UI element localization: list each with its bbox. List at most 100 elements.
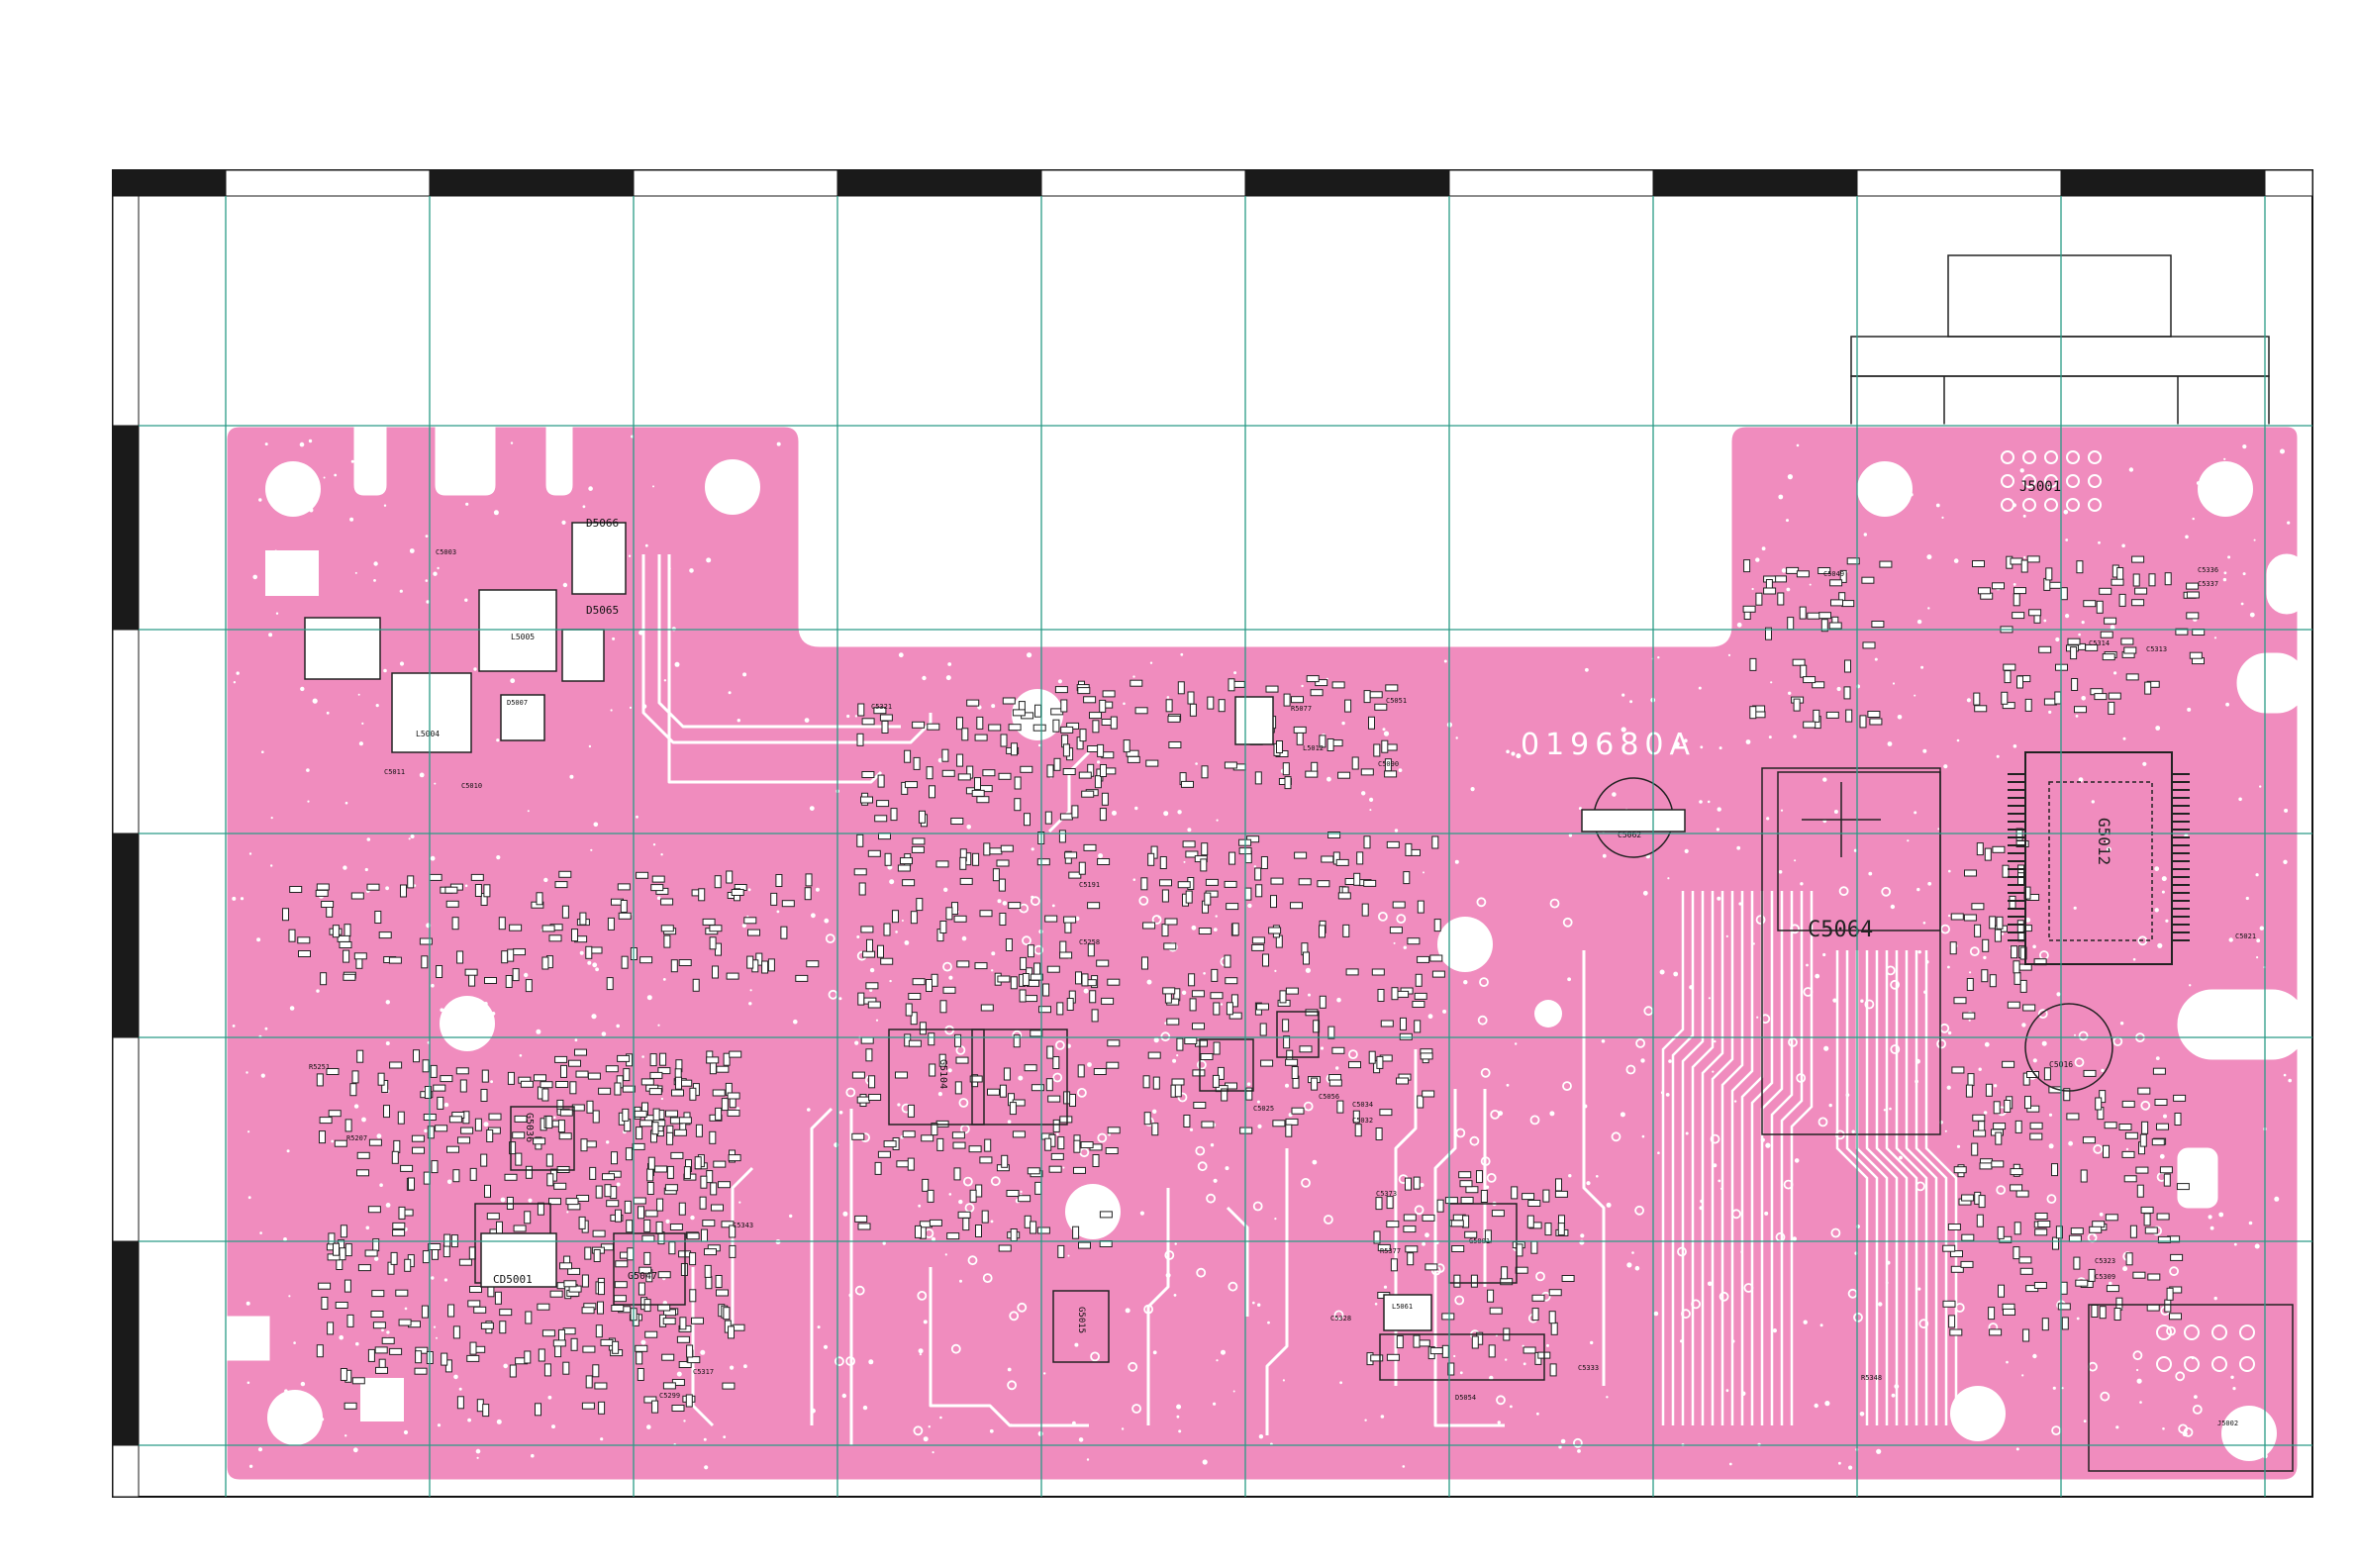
- label-g5104: G5104: [937, 1059, 948, 1089]
- smd-pad: [954, 1033, 962, 1047]
- smd-pad: [1244, 887, 1252, 901]
- smd-pad: [678, 1202, 686, 1216]
- smd-pad: [1001, 1154, 1009, 1168]
- via-ring: [1197, 1059, 1207, 1070]
- via-ring: [2183, 1427, 2194, 1437]
- via: [737, 719, 740, 723]
- via: [2101, 1068, 2105, 1073]
- ruler-segment: [112, 169, 227, 197]
- smd-pad: [1019, 989, 1027, 1003]
- smd-pad: [2033, 1282, 2047, 1289]
- smd-pad: [509, 924, 523, 931]
- smd-pad: [1327, 1026, 1335, 1039]
- connector-pin: [2066, 474, 2080, 488]
- via-ring: [917, 1291, 928, 1301]
- smd-pad: [2164, 1299, 2172, 1313]
- via: [706, 557, 712, 563]
- smd-pad: [673, 1128, 687, 1136]
- smd-pad: [1162, 987, 1176, 995]
- pcb-board: [224, 424, 2301, 1483]
- smd-pad: [639, 1120, 653, 1127]
- via: [1848, 1465, 1853, 1470]
- via: [1062, 1166, 1065, 1169]
- via: [1361, 791, 1366, 796]
- smd-pad: [2175, 628, 2189, 636]
- via: [1796, 443, 1800, 447]
- via: [232, 1025, 236, 1028]
- smd-pad: [2041, 1318, 2049, 1331]
- via: [257, 1447, 263, 1452]
- smd-pad: [969, 1189, 977, 1203]
- via-ring: [990, 1176, 1001, 1187]
- via: [923, 1320, 928, 1324]
- smd-pad: [339, 1247, 346, 1261]
- via: [1274, 969, 1277, 973]
- via: [496, 738, 500, 742]
- smd-pad: [890, 808, 898, 822]
- via: [2032, 1058, 2037, 1063]
- via: [247, 1130, 250, 1133]
- via: [961, 935, 967, 941]
- smd-pad: [2104, 617, 2117, 625]
- via: [2223, 457, 2226, 460]
- smd-pad: [1413, 1334, 1421, 1348]
- smd-parts: [282, 555, 2206, 1418]
- smd-pad: [1414, 992, 1427, 1000]
- via: [1247, 903, 1252, 909]
- via-ring: [1052, 1072, 1063, 1083]
- via: [440, 1008, 444, 1013]
- smd-pad: [1025, 995, 1037, 1003]
- connector-pin: [2156, 1324, 2172, 1340]
- smd-pad: [1557, 1223, 1565, 1236]
- via: [2280, 448, 2285, 454]
- smd-pad: [1531, 1294, 1545, 1302]
- via: [444, 487, 448, 491]
- smd-pad: [1228, 1012, 1242, 1020]
- via: [1853, 848, 1857, 852]
- smd-pad: [1044, 1137, 1052, 1151]
- via: [1966, 698, 1971, 703]
- smd-pad: [1218, 699, 1226, 713]
- via: [404, 1307, 408, 1311]
- smd-pad: [1000, 844, 1014, 852]
- via: [947, 662, 952, 666]
- via-ring: [963, 1176, 973, 1187]
- smd-pad: [1403, 871, 1411, 885]
- via: [2284, 808, 2289, 813]
- smd-pad: [1217, 1066, 1225, 1080]
- via: [2013, 583, 2016, 586]
- via: [2200, 1166, 2206, 1172]
- via-ring: [2132, 1350, 2143, 1361]
- via: [1916, 619, 1922, 625]
- smd-pad: [414, 1367, 428, 1375]
- smd-pad: [2091, 1305, 2099, 1318]
- via: [862, 1405, 868, 1411]
- smd-pad: [558, 870, 572, 878]
- label-c5323: C5323: [2095, 1257, 2115, 1265]
- smd-pad: [1973, 1129, 1987, 1137]
- via-ring: [2169, 1266, 2180, 1277]
- smd-pad: [328, 1110, 342, 1118]
- smd-pad: [896, 1160, 910, 1168]
- via: [2208, 1215, 2212, 1220]
- via: [2154, 866, 2160, 871]
- smd-pad: [413, 1049, 420, 1063]
- smd-pad: [1337, 771, 1351, 779]
- via: [1163, 811, 1169, 817]
- smd-pad: [702, 918, 716, 926]
- via: [425, 579, 429, 582]
- smd-pad: [553, 1182, 567, 1190]
- smd-pad: [805, 873, 813, 887]
- smd-pad: [1099, 699, 1107, 713]
- smd-pad: [1377, 1243, 1391, 1251]
- smd-pad: [675, 1076, 682, 1090]
- smd-pad: [1089, 990, 1097, 1004]
- smd-pad: [1305, 770, 1319, 778]
- via: [582, 505, 586, 509]
- via: [2025, 917, 2031, 923]
- via: [1660, 1091, 1664, 1095]
- smd-pad: [929, 1219, 942, 1226]
- smd-pad: [636, 1351, 643, 1365]
- via: [616, 1024, 620, 1029]
- via: [373, 561, 378, 566]
